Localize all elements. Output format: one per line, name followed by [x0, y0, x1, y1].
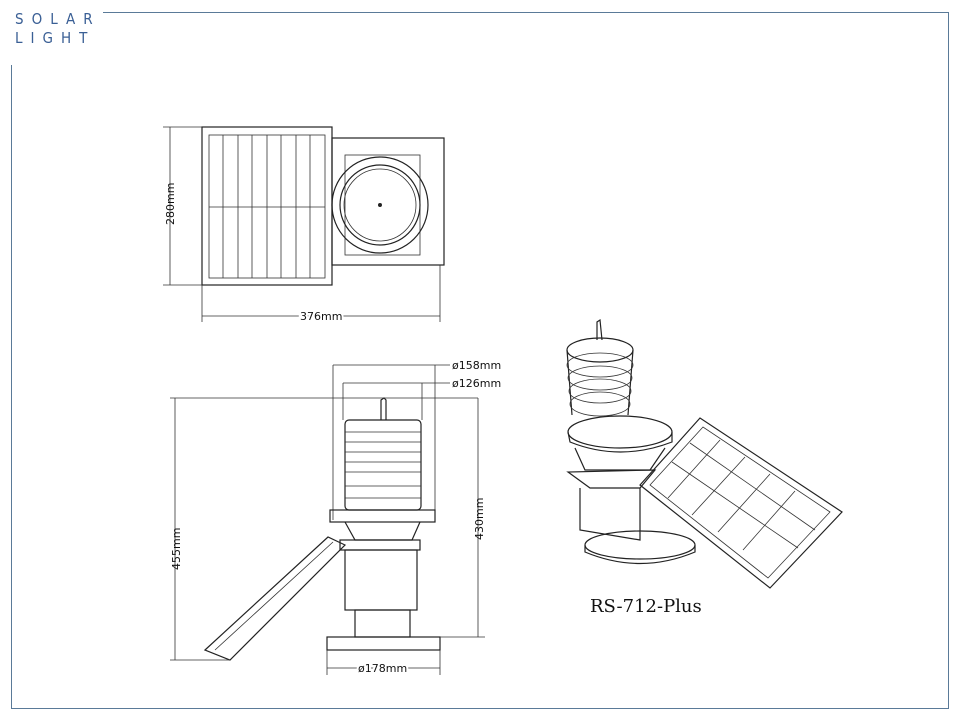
- dimension-280mm: 280mm: [164, 183, 177, 225]
- solar-light-logo: SOLAR LIGHT: [15, 10, 101, 48]
- solar-panel-side: [203, 536, 347, 661]
- dimension-430mm: 430mm: [473, 498, 486, 540]
- dimension-178mm: ø178mm: [358, 662, 407, 675]
- frame-border-right: [948, 12, 949, 709]
- top-view: 280mm 376mm: [163, 126, 445, 325]
- dimension-158mm: ø158mm: [452, 359, 501, 372]
- dimension-376mm: 376mm: [300, 310, 342, 323]
- logo-line-1: SOLAR: [15, 10, 101, 28]
- frame-border-bottom: [11, 708, 949, 709]
- frame-border-left: [11, 65, 12, 709]
- model-label: RS-712-Plus: [590, 596, 702, 617]
- side-view: ø158mm ø126mm 455mm 430mm ø178mm: [170, 359, 501, 677]
- logo-line-2: LIGHT: [15, 29, 96, 47]
- dimension-455mm: 455mm: [170, 528, 183, 570]
- dimension-126mm: ø126mm: [452, 377, 501, 390]
- base-plate: [326, 636, 441, 651]
- frame-border-top: [103, 12, 949, 13]
- solar-panel-perspective: [639, 417, 843, 589]
- perspective-view: RS-712-Plus: [566, 318, 843, 617]
- lamp-mount-top: [331, 137, 445, 266]
- lamp-lens-side: [344, 419, 422, 511]
- lamp-top-circle: [331, 156, 429, 254]
